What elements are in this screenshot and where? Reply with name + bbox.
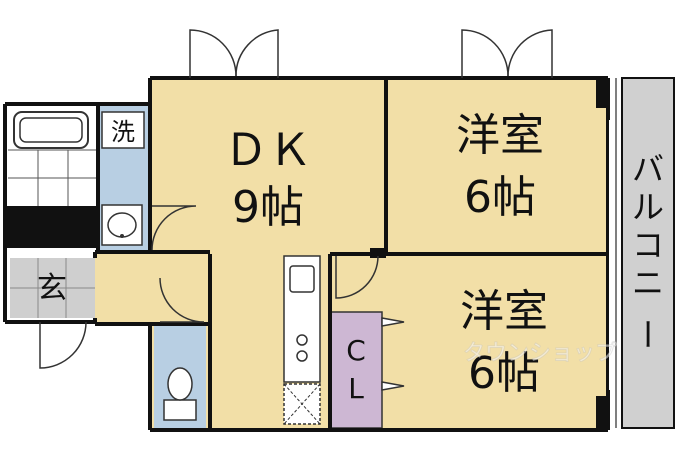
closet [329, 311, 383, 429]
closet-doors [381, 317, 405, 391]
refrigerator-space [283, 383, 321, 425]
toilet-icon [163, 367, 197, 421]
western-room-1-label: 洋室 [456, 110, 544, 161]
closet-label-l: L [348, 372, 364, 405]
dk-label: ＤＫ [224, 125, 312, 176]
western-room-1-size: 6帖 [464, 172, 536, 223]
closet-label-c: C [346, 334, 366, 367]
stove-icon [296, 334, 308, 362]
svg-text:ニ: ニ [632, 264, 664, 302]
wall-accents [5, 78, 610, 430]
interior-doors [39, 205, 379, 369]
balcony-label: バ ル コ ニ ー [628, 150, 666, 350]
western-room-2-label: 洋室 [460, 286, 548, 337]
western-room-2-size: 6帖 [468, 348, 540, 399]
bathroom-tiles [8, 149, 98, 208]
kitchen-sink-icon [289, 265, 315, 293]
entrance-label: 玄 [37, 271, 67, 306]
bathtub-icon [13, 111, 89, 149]
walls [3, 76, 610, 432]
svg-text:ー: ー [628, 318, 666, 350]
svg-text:ル: ル [632, 188, 664, 226]
laundry-label: 洗 [111, 118, 135, 146]
sink-icon [101, 204, 143, 246]
laundry-box [101, 111, 145, 149]
svg-text:コ: コ [632, 226, 664, 264]
svg-text:バ: バ [632, 150, 664, 188]
entrance-tiles [10, 258, 95, 318]
top-windows [189, 29, 553, 78]
western-room-1 [386, 78, 608, 254]
watermark: タウンショップ [463, 341, 617, 366]
dk-size-label: 9帖 [232, 182, 304, 233]
balcony [622, 78, 674, 428]
hallway [95, 252, 213, 324]
